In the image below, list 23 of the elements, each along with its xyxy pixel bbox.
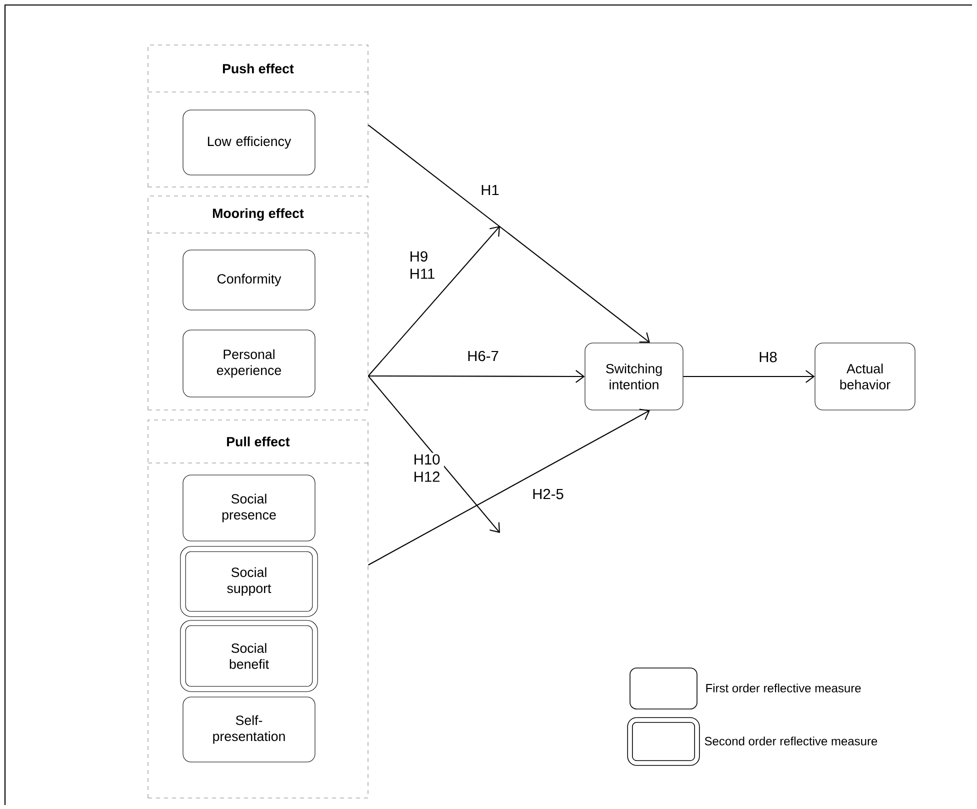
- arrow: [368, 226, 500, 376]
- double-border-box: Social support: [180, 546, 318, 617]
- legend-text: Second order reflective measure: [704, 736, 878, 746]
- edge-label: H1: [479, 184, 501, 196]
- edge-label: H9 H11: [408, 250, 440, 280]
- legend-text: First order reflective measure: [706, 684, 861, 692]
- arrow: [368, 376, 500, 533]
- construct-box: Conformity: [182, 250, 316, 310]
- construct-box: Low efficiency: [182, 110, 316, 176]
- double-border-box: Social benefit: [180, 620, 318, 692]
- edge-label: H6-7: [466, 349, 500, 363]
- arrow: [368, 370, 585, 383]
- arrow: [683, 370, 815, 383]
- edge-label: H2-5: [530, 487, 566, 501]
- construct-box: Actual behavior: [814, 342, 916, 410]
- edge-label: H8: [757, 350, 779, 364]
- edge-label: H10 H12: [412, 452, 444, 484]
- arrow: [368, 124, 650, 343]
- construct-box: Self-presentation: [182, 696, 316, 762]
- construct-box: Social presence: [182, 474, 316, 542]
- construct-box: Switching intention: [584, 342, 684, 410]
- construct-box: Personal experience: [182, 330, 316, 398]
- arrow: [368, 408, 650, 566]
